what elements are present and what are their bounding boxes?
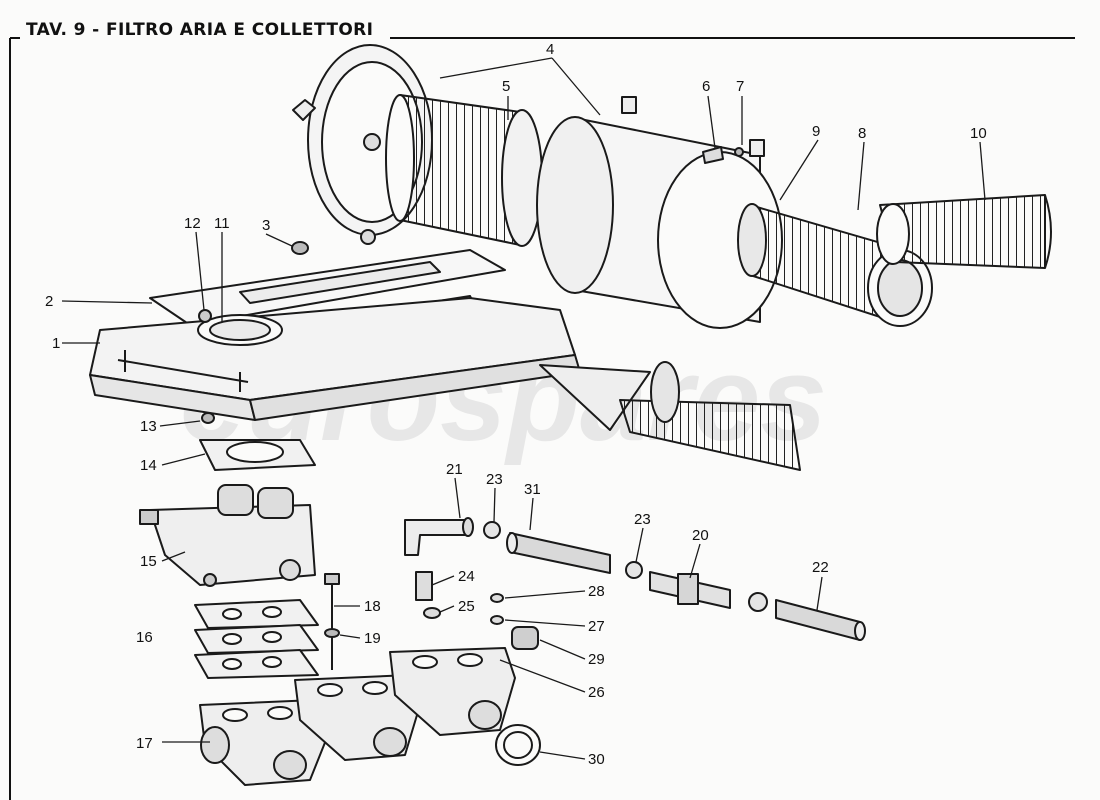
page-title: TAV. 9 - FILTRO ARIA E COLLETTORI bbox=[22, 20, 380, 40]
callout-15: 15 bbox=[140, 553, 157, 570]
callout-10: 10 bbox=[970, 125, 987, 142]
callout-6: 6 bbox=[702, 78, 710, 95]
callout-23b: 23 bbox=[634, 511, 651, 528]
callout-27: 27 bbox=[588, 618, 605, 635]
callout-19: 19 bbox=[364, 630, 381, 647]
plug-29 bbox=[511, 626, 539, 650]
air-filter-housing bbox=[536, 96, 783, 329]
long-stud bbox=[324, 573, 340, 670]
washer-25 bbox=[423, 607, 441, 619]
callout-3: 3 bbox=[262, 217, 270, 234]
hose-31 bbox=[506, 532, 611, 574]
grommet bbox=[291, 241, 309, 255]
callout-17: 17 bbox=[136, 735, 153, 752]
intake-manifolds bbox=[199, 647, 516, 786]
callout-7: 7 bbox=[736, 78, 744, 95]
callout-20: 20 bbox=[692, 527, 709, 544]
hose-clip-c bbox=[748, 592, 768, 612]
carburettor bbox=[139, 484, 316, 587]
intake-hose bbox=[876, 194, 1052, 269]
washer-27 bbox=[490, 615, 504, 625]
callout-30: 30 bbox=[588, 751, 605, 768]
hose-clip-b bbox=[625, 561, 643, 579]
callout-1: 1 bbox=[52, 335, 60, 352]
filter-box bbox=[89, 297, 651, 431]
callout-13: 13 bbox=[140, 418, 157, 435]
filter-element bbox=[385, 94, 543, 247]
callout-22: 22 bbox=[812, 559, 829, 576]
elbow-pipe bbox=[404, 517, 474, 556]
callout-2: 2 bbox=[45, 293, 53, 310]
frame bbox=[9, 37, 1075, 800]
callout-5: 5 bbox=[502, 78, 510, 95]
callout-29: 29 bbox=[588, 651, 605, 668]
callout-14: 14 bbox=[140, 457, 157, 474]
callout-24: 24 bbox=[458, 568, 475, 585]
callout-18: 18 bbox=[364, 598, 381, 615]
callout-16: 16 bbox=[136, 629, 153, 646]
leader-lines bbox=[61, 57, 986, 760]
callout-26: 26 bbox=[588, 684, 605, 701]
callout-8: 8 bbox=[858, 125, 866, 142]
valve-20 bbox=[649, 571, 731, 609]
callout-21: 21 bbox=[446, 461, 463, 478]
callout-4: 4 bbox=[546, 41, 554, 58]
o-ring bbox=[495, 724, 541, 766]
callout-31: 31 bbox=[524, 481, 541, 498]
callout-23a: 23 bbox=[486, 471, 503, 488]
hose-clip-a bbox=[483, 521, 501, 539]
washer-28 bbox=[490, 593, 504, 603]
callout-12: 12 bbox=[184, 215, 201, 232]
callout-11: 11 bbox=[214, 215, 230, 232]
hose-22 bbox=[775, 599, 866, 641]
callout-labels: 1 2 3 4 5 6 7 8 9 10 11 12 13 14 15 16 1… bbox=[45, 41, 987, 768]
callout-28: 28 bbox=[588, 583, 605, 600]
gasket-14 bbox=[199, 412, 316, 471]
housing-hose bbox=[737, 203, 933, 327]
fitting-24 bbox=[415, 571, 433, 601]
lower-duct bbox=[619, 361, 801, 471]
gasket-stack bbox=[194, 599, 319, 679]
callout-9: 9 bbox=[812, 123, 820, 140]
callout-25: 25 bbox=[458, 598, 475, 615]
